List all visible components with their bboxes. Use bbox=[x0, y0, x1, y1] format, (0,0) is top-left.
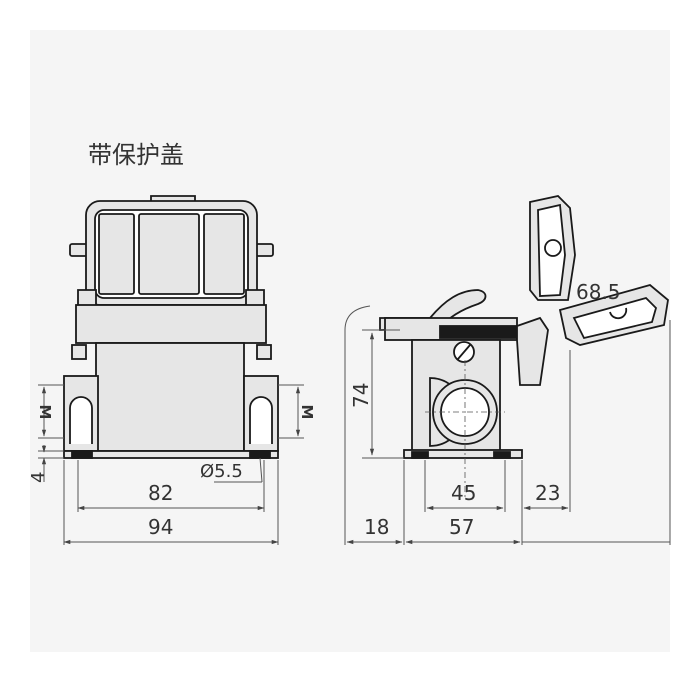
side-foot-right bbox=[493, 451, 511, 459]
cover-pin bbox=[544, 239, 562, 257]
front-view bbox=[63, 195, 279, 459]
base-flange bbox=[63, 450, 279, 459]
foot-right bbox=[249, 450, 271, 459]
hinge-arm bbox=[516, 316, 549, 386]
cover-rotated-hook bbox=[609, 307, 628, 320]
label-82: 82 bbox=[148, 481, 173, 505]
side-foot-left bbox=[411, 451, 429, 459]
foot-left bbox=[71, 450, 93, 459]
housing-body bbox=[95, 342, 245, 452]
label-18: 18 bbox=[364, 515, 389, 539]
label-m-left: M bbox=[36, 405, 54, 420]
side-top-black bbox=[439, 325, 517, 339]
title-text: 带保护盖 bbox=[88, 141, 184, 169]
centerlines bbox=[425, 360, 505, 498]
label-74: 74 bbox=[349, 383, 373, 408]
swing-contour bbox=[344, 305, 371, 545]
side-view bbox=[379, 195, 669, 459]
cover-cell-right bbox=[203, 213, 245, 295]
label-94: 94 bbox=[148, 515, 173, 539]
bolt-left bbox=[71, 344, 87, 360]
side-dimensions bbox=[344, 305, 671, 545]
housing-top-plate bbox=[75, 304, 267, 344]
label-m-right: M bbox=[298, 405, 316, 420]
label-57: 57 bbox=[449, 515, 474, 539]
cover-cell-middle bbox=[138, 213, 200, 295]
label-hole-dia: Ø5.5 bbox=[200, 461, 243, 482]
slot-left bbox=[69, 396, 93, 444]
label-68-5: 68.5 bbox=[576, 280, 621, 304]
front-dimensions bbox=[38, 384, 304, 545]
slot-right bbox=[249, 396, 273, 444]
label-23: 23 bbox=[535, 481, 560, 505]
bolt-right bbox=[256, 344, 272, 360]
cover-cell-left bbox=[98, 213, 135, 295]
label-45: 45 bbox=[451, 481, 476, 505]
right-pin bbox=[255, 243, 274, 257]
side-base bbox=[403, 449, 523, 459]
label-base-4: 4 bbox=[28, 472, 49, 483]
